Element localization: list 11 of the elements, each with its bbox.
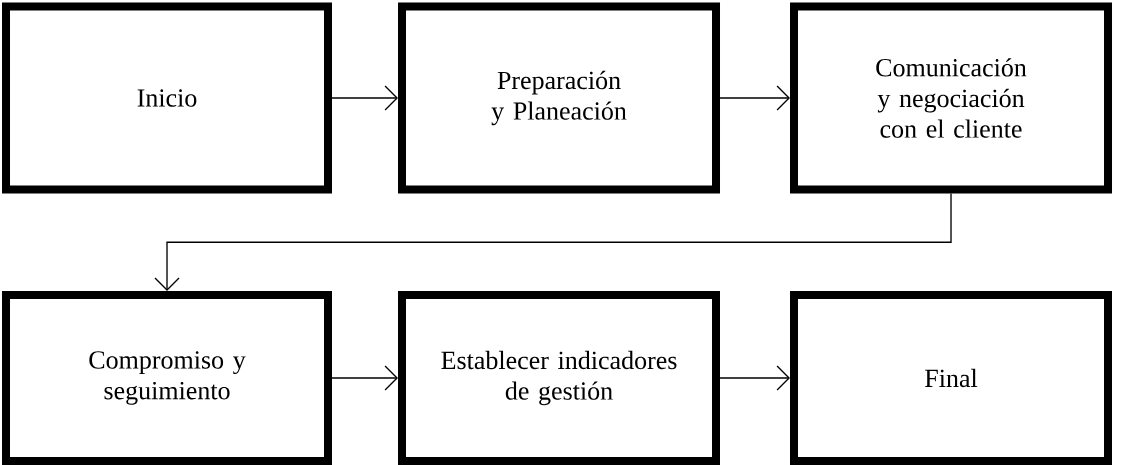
process-box: Compromiso y seguimiento: [2, 291, 332, 465]
process-box: Comunicación y negociación con el cliente: [790, 2, 1112, 194]
process-box: Establecer indicadores de gestión: [398, 291, 720, 465]
process-box: Inicio: [2, 2, 332, 194]
arrow: [719, 85, 790, 111]
process-box: Final: [790, 291, 1112, 465]
arrow: [331, 85, 398, 111]
process-box: Preparación y Planeación: [398, 2, 720, 194]
arrow: [331, 365, 398, 391]
arrow: [719, 365, 790, 391]
arrow: [154, 192, 952, 291]
